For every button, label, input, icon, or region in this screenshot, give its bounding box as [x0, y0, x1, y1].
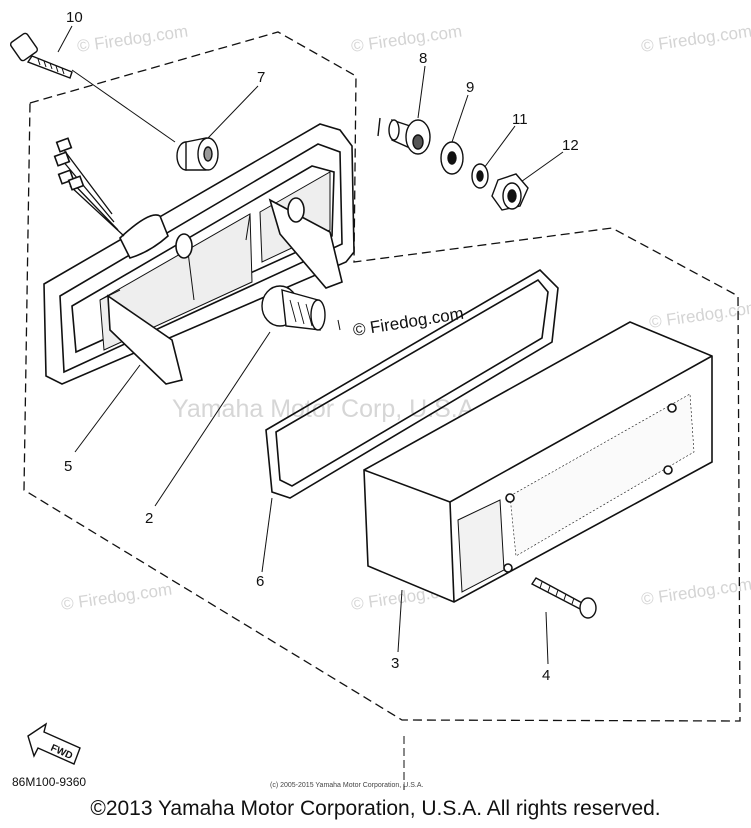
- callout-10: 10: [66, 9, 83, 26]
- part-6-gasket: [265, 268, 559, 499]
- part-3-lens: [363, 321, 713, 603]
- watermark-brand: © Firedog.com: [350, 22, 463, 56]
- part-10-screw: [9, 32, 73, 79]
- callout-6: 6: [256, 573, 264, 590]
- watermark-brand: © Firedog.com: [640, 575, 751, 609]
- watermark-brand: © Firedog.com: [60, 580, 173, 614]
- callout-5: 5: [64, 458, 72, 475]
- part-2-bulb: [261, 285, 326, 331]
- callout-7: 7: [257, 69, 265, 86]
- watermark-brand: © Firedog.com: [76, 22, 189, 56]
- part-8-collar: [377, 117, 431, 155]
- watermark-yamaha: Yamaha Motor Corp, U.S.A.: [172, 395, 481, 423]
- watermark-brand: © Firedog.com: [640, 22, 751, 56]
- part-12-nut: [491, 173, 529, 211]
- watermark-brand: © Firedog.com: [648, 298, 751, 332]
- callout-9: 9: [466, 79, 474, 96]
- part-5-housing: [43, 123, 355, 385]
- leader-lines: [57, 25, 564, 790]
- copyright-footer: ©2013 Yamaha Motor Corporation, U.S.A. A…: [90, 797, 661, 820]
- fwd-arrow-icon: FWD: [27, 722, 81, 765]
- callout-2: 2: [145, 510, 153, 527]
- part-9-washer: [440, 141, 464, 175]
- callout-3: 3: [391, 655, 399, 672]
- watermark-brand-center: © Firedog.com: [352, 304, 465, 340]
- callout-12: 12: [562, 137, 579, 154]
- callout-4: 4: [542, 667, 550, 684]
- callout-8: 8: [419, 50, 427, 67]
- small-copyright: (c) 2005-2015 Yamaha Motor Corporation, …: [270, 782, 423, 789]
- part-code: 86M100-9360: [12, 775, 86, 789]
- callout-11: 11: [512, 111, 528, 128]
- part-11-lock-washer: [471, 163, 489, 189]
- callout-labels: 10 7 8 9 11 12 5 2 6 3 4: [64, 9, 579, 684]
- part-4-screw: [530, 577, 597, 619]
- part-7-grommet: [176, 137, 219, 171]
- assembly-outline: [23, 31, 741, 722]
